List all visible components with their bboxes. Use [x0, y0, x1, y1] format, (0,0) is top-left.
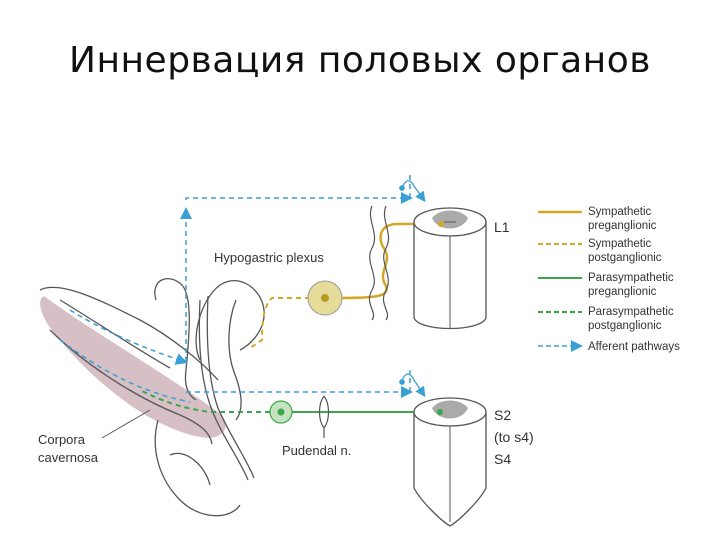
parasympathetic-postganglionic-path — [139, 389, 270, 413]
label-cavernosa: cavernosa — [38, 450, 99, 465]
legend-label: preganglionic — [588, 220, 657, 232]
afferent-pathways — [59, 175, 413, 403]
legend-label: Sympathetic — [588, 206, 652, 218]
legend-label: preganglionic — [588, 286, 657, 298]
sympathetic-postganglionic-path — [249, 297, 310, 349]
label-to-s4: (to s4) — [494, 429, 534, 445]
label-l1: L1 — [494, 219, 510, 235]
spinal-cord-l1 — [413, 207, 487, 330]
label-hypogastric-plexus: Hypogastric plexus — [214, 250, 324, 265]
label-s4: S4 — [494, 451, 511, 467]
pelvic-ganglion-core — [277, 408, 285, 416]
label-pudendal: Pudendal n. — [282, 443, 351, 458]
hypogastric-ganglion-core — [321, 294, 329, 302]
legend-label: Sympathetic — [588, 238, 652, 250]
label-s2: S2 — [494, 407, 511, 423]
afferent-branches — [399, 180, 426, 398]
sympathetic-chain — [368, 205, 390, 321]
slide-title: Иннервация половых органов — [69, 40, 651, 81]
pudendal-nerve — [318, 395, 330, 438]
legend-label: Afferent pathways — [588, 341, 680, 353]
legend-label: Parasympathetic — [588, 306, 674, 318]
legend-label: postganglionic — [588, 320, 662, 332]
legend: Sympathetic preganglionic Sympathetic po… — [538, 206, 680, 353]
corpora-cavernosa-shade — [40, 296, 226, 438]
legend-label: postganglionic — [588, 252, 662, 264]
corpora-pointer — [101, 409, 151, 439]
label-corpora: Corpora — [38, 432, 86, 447]
spinal-cord-s2-s4 — [413, 397, 487, 527]
legend-label: Parasympathetic — [588, 272, 674, 284]
